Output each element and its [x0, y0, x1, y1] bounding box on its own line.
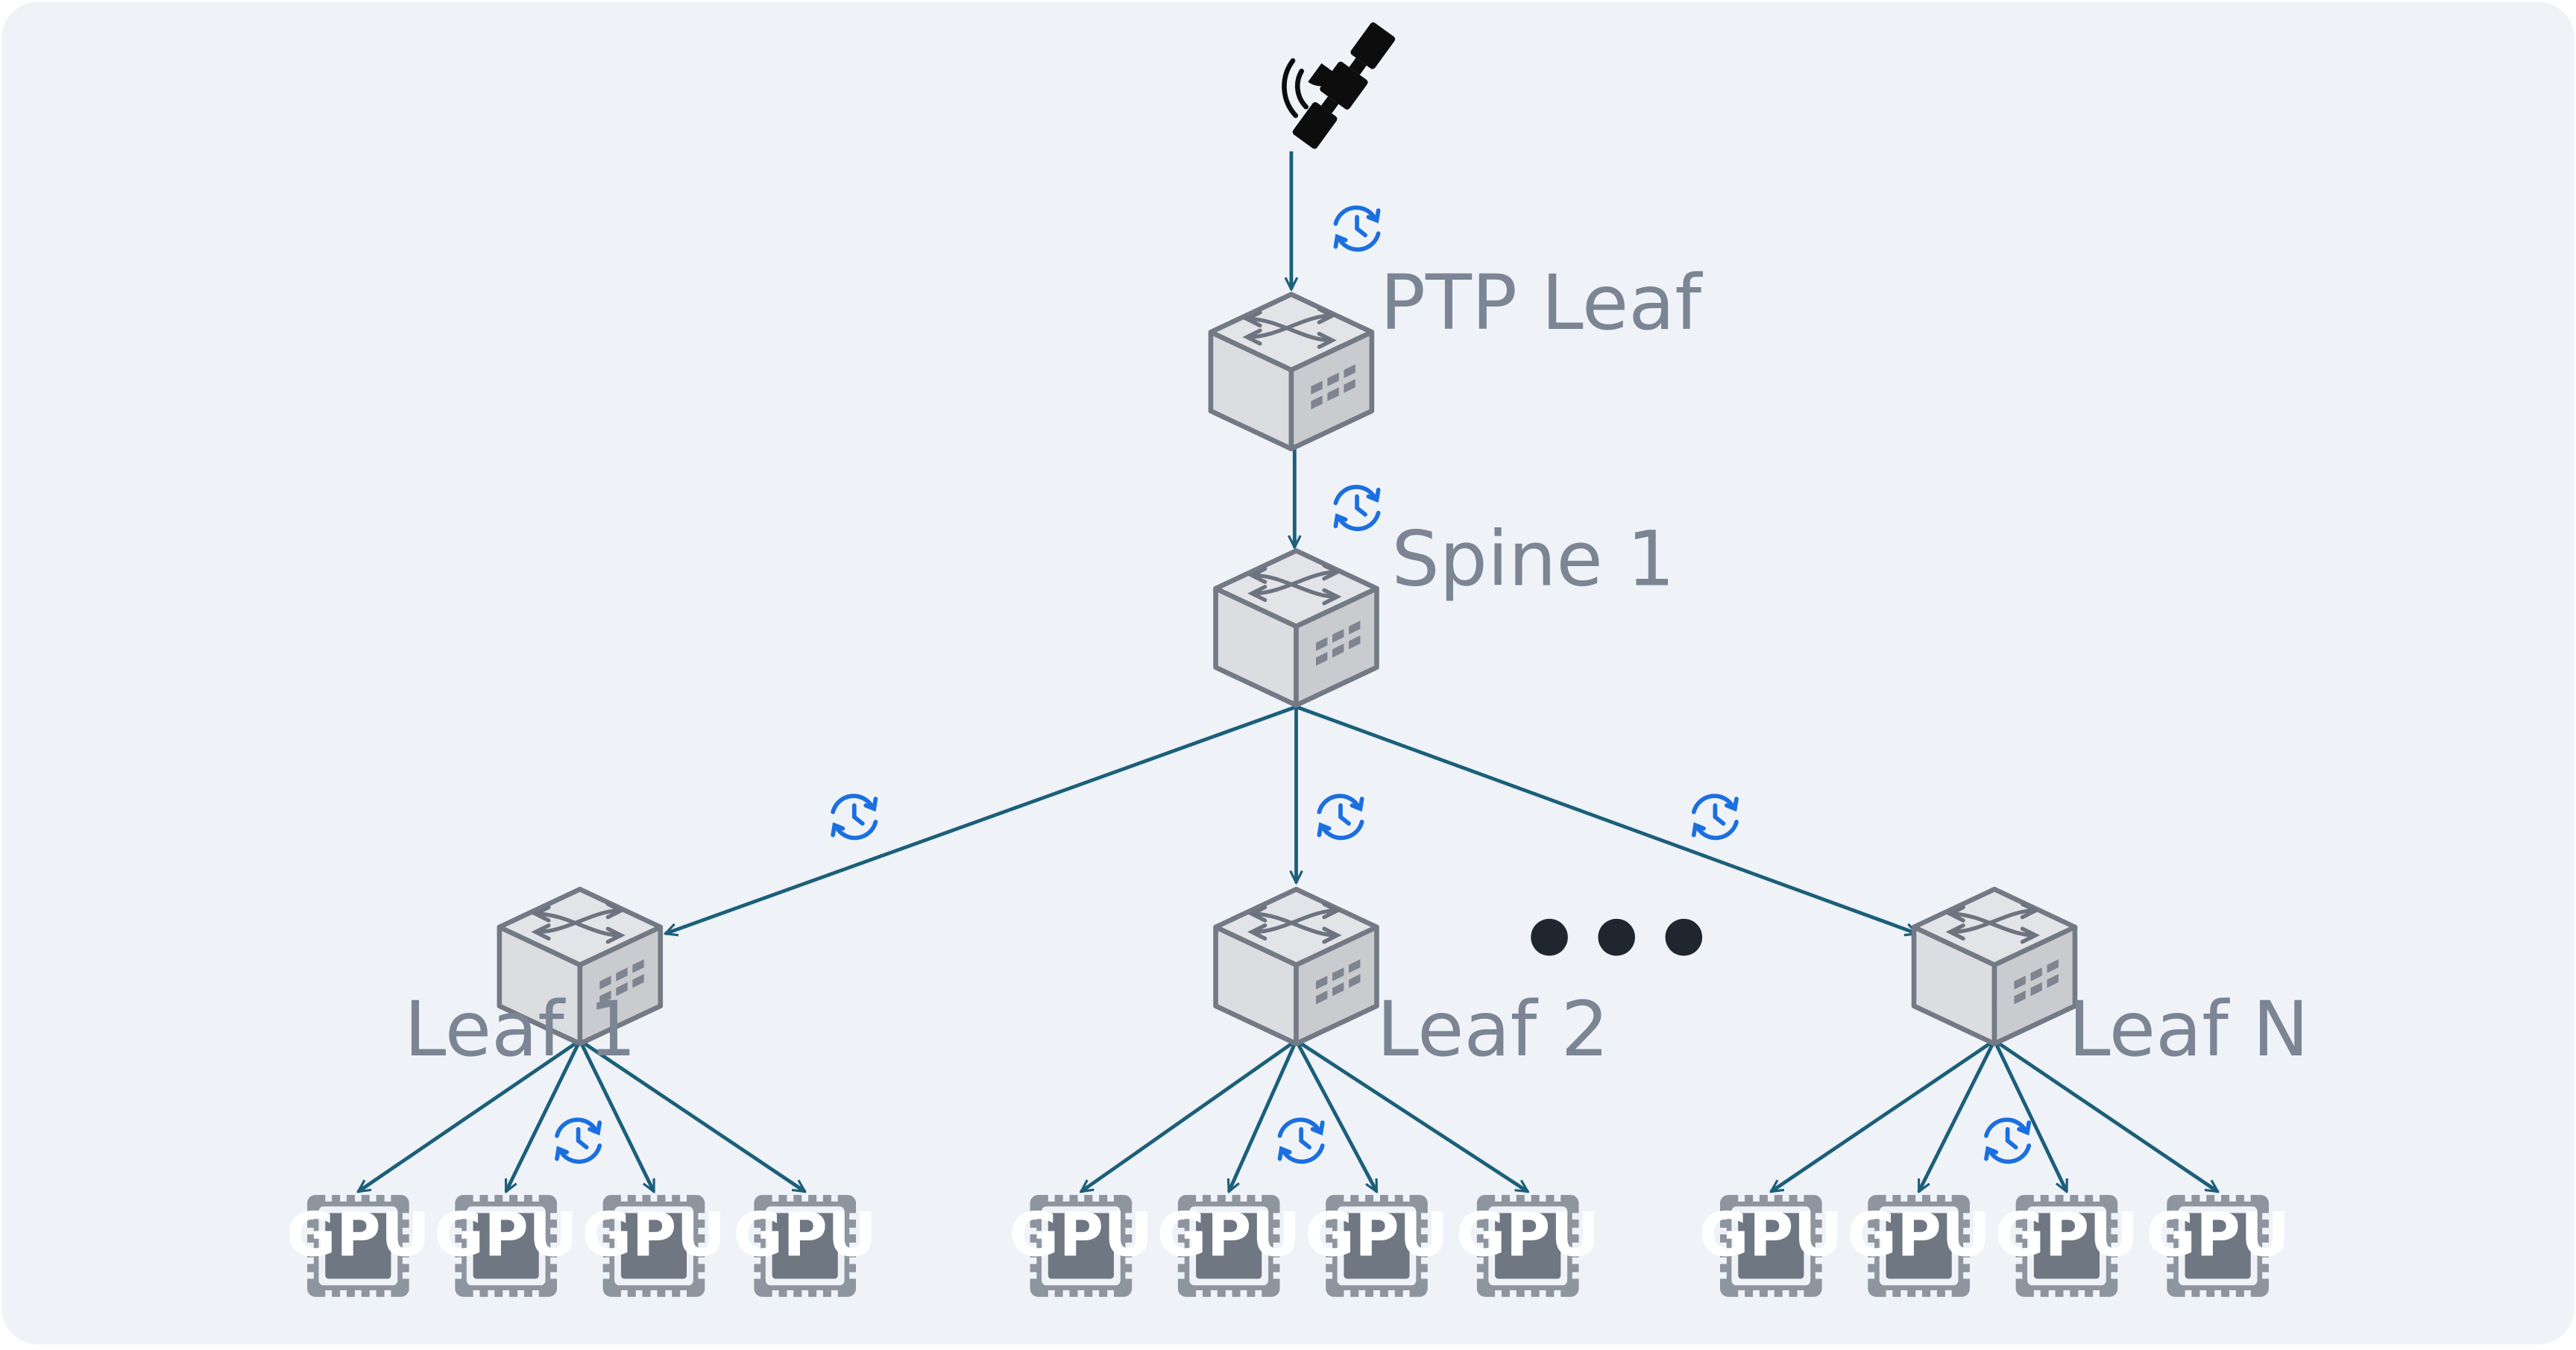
clock-sync-icon-7	[1277, 1117, 1325, 1164]
gpu-leaf-2-2: GPU	[1157, 1193, 1301, 1299]
gpu-leaf-n-1: GPU	[1699, 1193, 1843, 1299]
switch-ports	[599, 959, 644, 1005]
gpu-leaf-n-4: GPU	[2146, 1193, 2290, 1299]
gpu-label: GPU	[1009, 1200, 1153, 1271]
switch-spine-1	[1213, 548, 1379, 708]
gpu-label: GPU	[1995, 1200, 2139, 1271]
gpu-leaf-2-3: GPU	[1305, 1193, 1449, 1299]
gpu-label: GPU	[1305, 1200, 1449, 1271]
link-leaf-n-gpu-1	[1771, 1038, 1996, 1193]
switch-ports	[2014, 959, 2059, 1005]
switch-ports	[1311, 364, 1355, 409]
gpu-leaf-1-3: GPU	[582, 1193, 726, 1299]
link-leaf-1-gpu-3	[578, 1039, 656, 1192]
link-leaf-2-gpu-2	[1229, 1039, 1298, 1192]
link-leaf-1-gpu-4	[579, 1038, 805, 1193]
gpu-leaf-1-2: GPU	[434, 1193, 578, 1299]
clock-sync-icon-2	[1333, 485, 1381, 532]
gpu-label: GPU	[434, 1200, 578, 1271]
links-layer	[358, 151, 2217, 1192]
switch-ports	[1315, 959, 1361, 1005]
gpu-label: GPU	[733, 1200, 877, 1271]
gpu-leaf-2-4: GPU	[1456, 1193, 1600, 1299]
gpu-label: GPU	[1456, 1200, 1600, 1271]
gpu-label: GPU	[2146, 1200, 2290, 1271]
gpu-label: GPU	[1157, 1200, 1301, 1271]
label-ptp-leaf: PTP Leaf	[1380, 259, 1703, 347]
clock-sync-icon-8	[1984, 1117, 2032, 1164]
gpu-leaf-1-1: GPU	[286, 1193, 430, 1299]
switch-arrows-icon	[1945, 902, 2040, 944]
clock-sync-icon-1	[1333, 205, 1381, 252]
link-leaf-n-gpu-3	[1992, 1039, 2069, 1192]
satellite-icon	[1282, 22, 1396, 149]
gpu-leaf-2-1: GPU	[1009, 1193, 1153, 1299]
clock-sync-icon-5	[1691, 794, 1739, 841]
gpu-leaf-n-3: GPU	[1995, 1193, 2139, 1299]
gpu-leaf-1-4: GPU	[733, 1193, 877, 1299]
link-spine-1-leaf-n	[1295, 705, 1918, 934]
link-leaf-n-gpu-2	[1917, 1039, 1997, 1192]
switch-leaf-1	[497, 886, 664, 1046]
gpu-label: GPU	[582, 1200, 726, 1271]
gpu-leaf-n-2: GPU	[1847, 1193, 1991, 1299]
gpu-label: GPU	[286, 1200, 430, 1271]
sync-icons-layer	[555, 205, 2032, 1164]
label-leaf-2: Leaf 2	[1376, 985, 1609, 1073]
link-leaf-2-gpu-4	[1295, 1038, 1528, 1193]
link-leaf-2-gpu-3	[1294, 1039, 1379, 1192]
link-leaf-n-gpu-4	[1993, 1038, 2218, 1193]
switch-arrows-icon	[531, 902, 626, 944]
clock-sync-icon-6	[555, 1117, 602, 1164]
clock-sync-icon-3	[831, 794, 878, 841]
label-leaf-n: Leaf N	[2068, 985, 2309, 1073]
link-leaf-1-gpu-2	[504, 1039, 582, 1192]
switch-ports	[1315, 621, 1361, 666]
link-spine-1-leaf-1	[665, 705, 1297, 934]
switch-arrows-icon	[1247, 563, 1342, 606]
switch-arrows-icon	[1242, 307, 1337, 349]
link-leaf-2-gpu-1	[1081, 1038, 1297, 1192]
gpu-label: GPU	[1847, 1200, 1991, 1271]
clock-sync-icon-4	[1317, 794, 1364, 841]
gpu-label: GPU	[1699, 1200, 1843, 1271]
link-leaf-1-gpu-1	[358, 1038, 582, 1193]
switch-leaf-n	[1911, 886, 2078, 1046]
more-leaves-ellipsis: •••	[1516, 879, 1717, 1002]
switch-arrows-icon	[1247, 902, 1342, 944]
switch-ptp-leaf	[1208, 292, 1375, 452]
label-leaf-1: Leaf 1	[404, 985, 637, 1073]
switch-leaf-2	[1213, 886, 1379, 1046]
label-spine-1: Spine 1	[1391, 515, 1675, 603]
